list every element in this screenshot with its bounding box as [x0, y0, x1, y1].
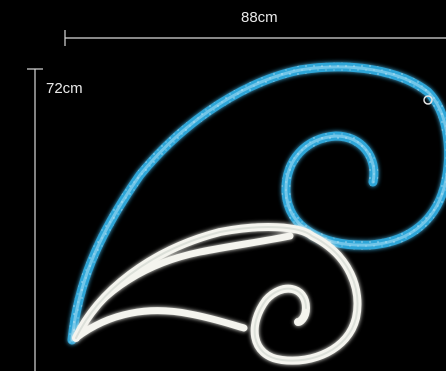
- height-dimension-line: [27, 68, 43, 371]
- mounting-clip-icon: [423, 95, 433, 105]
- width-dimension-label: 88cm: [241, 9, 278, 26]
- blue-rope-light: [67, 62, 446, 345]
- height-dimension-label: 72cm: [46, 80, 83, 97]
- width-dimension-line: [64, 30, 446, 46]
- white-rope-light: [72, 223, 362, 365]
